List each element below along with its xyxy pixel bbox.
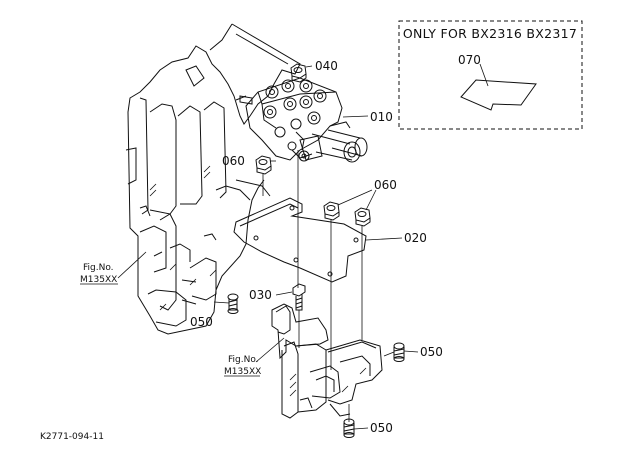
plate-020	[233, 197, 367, 283]
callout-060-left: 060	[222, 154, 245, 168]
sticker-070	[460, 79, 537, 111]
nut-060-right-a	[323, 201, 340, 221]
figref-2-line1: Fig.No.	[228, 355, 259, 365]
drawing-code: K2771-094-11	[40, 432, 104, 442]
assembly-lines	[213, 150, 395, 422]
bolt-050-left	[227, 293, 239, 314]
nut-060-right-b	[354, 207, 371, 227]
callout-070: 070	[458, 53, 481, 67]
figref-2-line2: M135XX	[224, 367, 261, 377]
callout-030: 030	[249, 288, 272, 302]
nut-040	[290, 63, 307, 83]
inset-box	[398, 20, 583, 130]
left-frame	[125, 23, 301, 335]
figref-1-line2: M135XX	[80, 275, 117, 285]
nut-060-left	[255, 155, 272, 175]
callout-leaders	[117, 65, 419, 430]
callout-040: 040	[315, 59, 338, 73]
lower-bracket	[271, 303, 383, 419]
callout-010: 010	[370, 110, 393, 124]
bolt-050-bottom	[343, 418, 355, 438]
bolt-030	[292, 283, 306, 311]
callout-050-left: 050	[190, 315, 213, 329]
bracket-hatching	[289, 367, 367, 397]
bolt-050-right	[393, 342, 405, 362]
callout-050-bottom: 050	[370, 421, 393, 435]
valve-spools	[287, 129, 368, 163]
inset-box-title: ONLY FOR BX2316 BX2317	[403, 26, 577, 41]
frame-hatching	[149, 165, 217, 311]
callout-060-right: 060	[374, 178, 397, 192]
callout-020: 020	[404, 231, 427, 245]
control-valve	[235, 77, 351, 161]
figref-1-line1: Fig.No.	[83, 263, 114, 273]
callout-050-right: 050	[420, 345, 443, 359]
